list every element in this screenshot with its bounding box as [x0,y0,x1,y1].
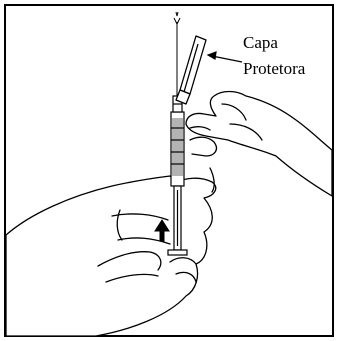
syringe-barrel-shading [172,118,183,176]
plunger-flange [168,250,187,255]
callout-label-line-2: Protetora [243,59,305,79]
callout-label-line-1: Capa [243,33,278,53]
